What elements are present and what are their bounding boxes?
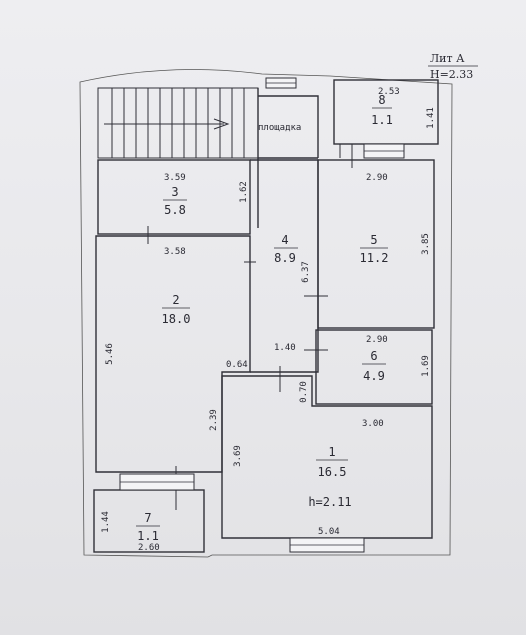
dim-r2-right: 2.39 bbox=[209, 409, 219, 431]
dim-r2-inner: 0.64 bbox=[226, 360, 248, 370]
dim-r2-left: 5.46 bbox=[105, 343, 115, 365]
dim-r6-right: 1.69 bbox=[421, 355, 431, 377]
room-3 bbox=[97, 159, 251, 235]
room-3-number: 3 bbox=[171, 185, 178, 199]
dim-r5-top: 2.90 bbox=[366, 173, 388, 183]
dim-r1-bottom: 5.04 bbox=[318, 527, 340, 537]
dim-r7-left: 1.44 bbox=[101, 511, 111, 533]
dim-r4-right: 6.37 bbox=[301, 261, 311, 283]
room-1-area: 16.5 bbox=[318, 465, 347, 479]
dim-r1-top: 3.00 bbox=[362, 419, 384, 429]
room-4-number: 4 bbox=[281, 233, 288, 247]
room-8-number: 8 bbox=[378, 93, 385, 107]
room-5-number: 5 bbox=[370, 233, 377, 247]
room-3-area: 5.8 bbox=[164, 203, 186, 217]
dim-r3-top: 3.59 bbox=[164, 173, 186, 183]
room-8-area: 1.1 bbox=[371, 113, 393, 127]
room-6-number: 6 bbox=[370, 349, 377, 363]
room-7-area: 1.1 bbox=[137, 529, 159, 543]
dim-r8-right: 1.41 bbox=[426, 107, 436, 129]
room-1 bbox=[221, 375, 433, 539]
dim-r6-top: 2.90 bbox=[366, 335, 388, 345]
dim-r5-right: 3.85 bbox=[421, 233, 431, 255]
dim-r3-right: 1.62 bbox=[239, 181, 249, 203]
room-1-number: 1 bbox=[328, 445, 335, 459]
room-2-number: 2 bbox=[172, 293, 179, 307]
dim-r8-top: 2.53 bbox=[378, 87, 400, 97]
dim-r1-left-gap: 0.70 bbox=[299, 381, 309, 403]
room-7-number: 7 bbox=[144, 511, 151, 525]
dim-r4-bottom: 1.40 bbox=[274, 343, 296, 353]
outer-envelope bbox=[79, 69, 453, 558]
staircase bbox=[97, 87, 259, 159]
dim-r1-left: 3.69 bbox=[233, 445, 243, 467]
room-2-area: 18.0 bbox=[162, 312, 191, 326]
height-label: H=2.33 bbox=[430, 68, 473, 81]
landing-label: площадка bbox=[258, 123, 301, 133]
room-1-height: h=2.11 bbox=[308, 495, 351, 509]
room-5-area: 11.2 bbox=[360, 251, 389, 265]
room-4-walls bbox=[257, 88, 319, 228]
lit-label: Лит А bbox=[430, 52, 465, 65]
room-6-area: 4.9 bbox=[363, 369, 385, 383]
dim-r3-bottom: 3.58 bbox=[164, 247, 186, 257]
room-5 bbox=[317, 159, 435, 329]
dim-r7-bottom: 2.60 bbox=[138, 543, 160, 553]
room-6 bbox=[315, 329, 433, 405]
room-2 bbox=[95, 235, 251, 473]
room-4-area: 8.9 bbox=[274, 251, 296, 265]
